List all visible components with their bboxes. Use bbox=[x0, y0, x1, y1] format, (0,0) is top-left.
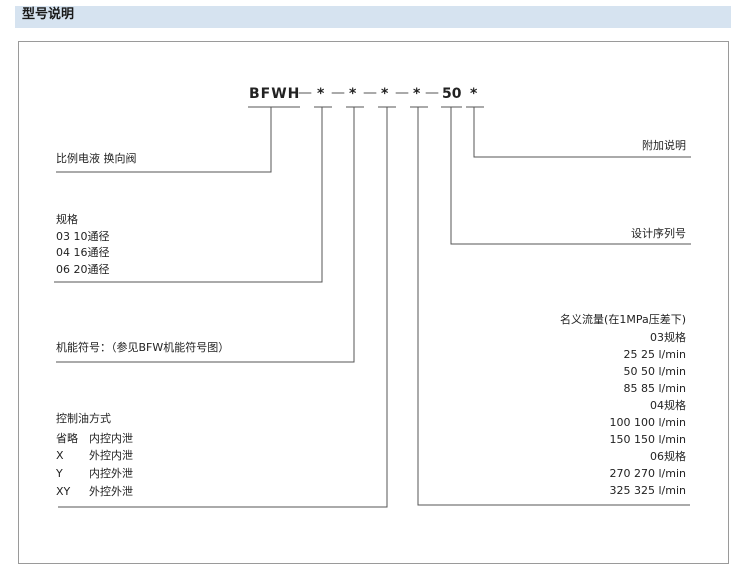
flow-line: 06规格 bbox=[650, 450, 686, 463]
flow-line: 270 270 l/min bbox=[609, 467, 687, 480]
spec-item: 03 10通径 bbox=[56, 230, 110, 243]
spec-item: 04 16通径 bbox=[56, 246, 110, 259]
leader-control bbox=[58, 107, 388, 508]
leader-valve bbox=[56, 107, 272, 173]
page-title: 型号说明 bbox=[22, 7, 75, 22]
control-code: 省略 bbox=[56, 432, 78, 445]
leader-design bbox=[450, 107, 691, 245]
spec-item: 06 20通径 bbox=[56, 263, 110, 276]
control-title: 控制油方式 bbox=[56, 412, 111, 425]
flow-line: 325 325 l/min bbox=[609, 484, 687, 497]
control-code: Y bbox=[56, 467, 63, 480]
flow-title: 名义流量(在1MPa压差下) bbox=[560, 313, 686, 326]
flow-line: 50 50 l/min bbox=[623, 365, 687, 378]
dash-3: — bbox=[363, 85, 377, 101]
control-desc: 外控外泄 bbox=[89, 485, 133, 498]
label-design: 设计序列号 bbox=[631, 227, 686, 240]
flow-line: 100 100 l/min bbox=[609, 416, 687, 429]
star-1: * bbox=[317, 86, 325, 102]
dash-2: — bbox=[331, 85, 345, 101]
control-desc: 内控外泄 bbox=[89, 467, 133, 480]
dash-1: — bbox=[298, 85, 312, 101]
flow-line: 03规格 bbox=[650, 331, 686, 344]
leader-spec bbox=[54, 107, 323, 283]
control-desc: 外控内泄 bbox=[89, 449, 133, 462]
label-function: 机能符号：（参见BFW机能符号图） bbox=[56, 341, 230, 354]
flow-line: 85 85 l/min bbox=[623, 382, 687, 395]
label-extra: 附加说明 bbox=[642, 139, 686, 152]
diagram-frame bbox=[18, 41, 729, 564]
leader-function bbox=[56, 107, 355, 363]
model-suffix: 50 bbox=[442, 86, 462, 102]
leader-extra bbox=[473, 107, 691, 158]
dash-4: — bbox=[395, 85, 409, 101]
star-2: * bbox=[349, 86, 357, 102]
dash-5: — bbox=[425, 85, 439, 101]
control-code: XY bbox=[56, 485, 71, 498]
star-4: * bbox=[413, 86, 421, 102]
flow-line: 04规格 bbox=[650, 399, 686, 412]
star-5: * bbox=[470, 86, 478, 102]
spec-title: 规格 bbox=[56, 213, 78, 226]
control-code: X bbox=[56, 449, 64, 462]
flow-line: 150 150 l/min bbox=[609, 433, 687, 446]
star-3: * bbox=[381, 86, 389, 102]
label-valve: 比例电液 换向阀 bbox=[56, 152, 137, 165]
leader-flow bbox=[417, 107, 690, 506]
header-bar bbox=[15, 6, 731, 28]
model-prefix: BFWH bbox=[249, 86, 301, 102]
control-desc: 内控内泄 bbox=[89, 432, 133, 445]
flow-line: 25 25 l/min bbox=[623, 348, 687, 361]
